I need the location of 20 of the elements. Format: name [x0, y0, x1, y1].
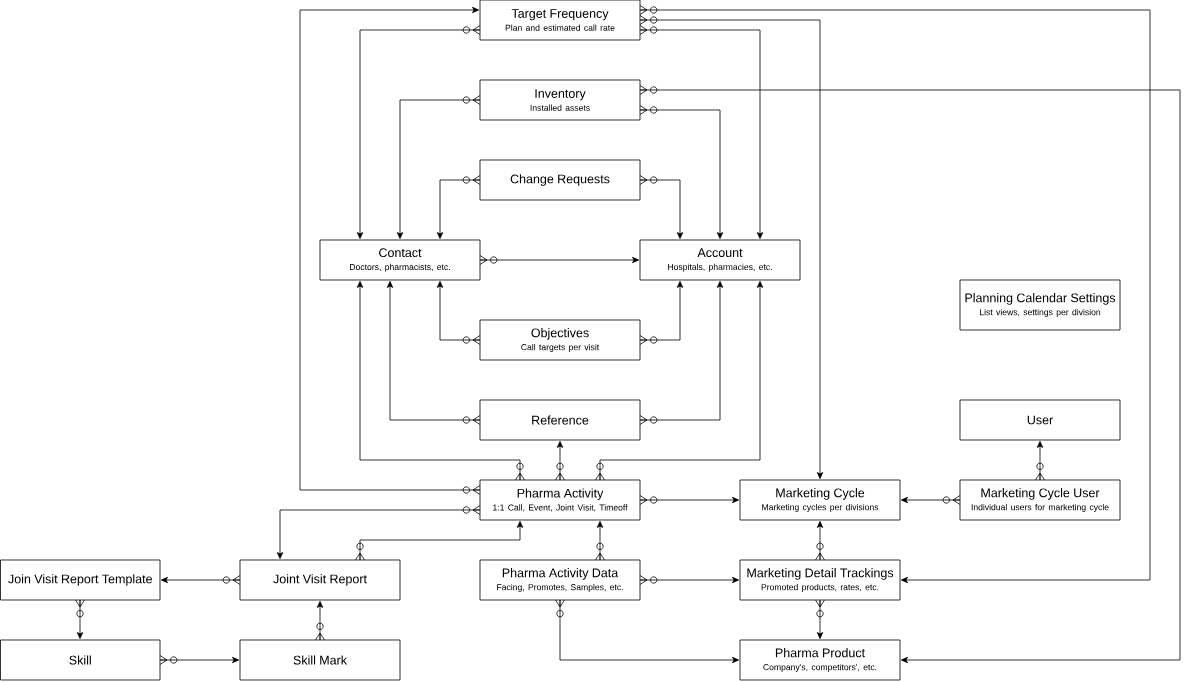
entity-box: Contact Doctors, pharmacists, etc. [319, 239, 481, 281]
entity-box: Skill Mark [239, 639, 401, 681]
entity-box: Reference [479, 399, 641, 441]
relationship-line [299, 6, 480, 491]
entity-box: Skill [0, 639, 161, 681]
entity-box: Join Visit Report Template [0, 559, 161, 601]
entity-box: Account Hospitals, pharmacies, etc. [639, 239, 801, 281]
entity-box: Planning Calendar Settings List views, settings per division [959, 279, 1121, 331]
entity-box: Pharma Product Company's, competitors', etc. [739, 639, 901, 681]
entity-box: Target Frequency Plan and estimated call rate [479, 0, 641, 41]
entity-box: Objectives Call targets per visit [479, 319, 641, 361]
entity-box: Inventory Installed assets [479, 79, 641, 121]
entity-box: Marketing Detail Trackings Promoted products, rates, etc. [739, 559, 901, 601]
entity-box: Pharma Activity Data Facing, Promotes, Samples, etc. [479, 559, 641, 601]
entity-box: Marketing Cycle Marketing cycles per divisions [739, 479, 901, 521]
entity-box: Pharma Activity 1:1 Call, Event, Joint Visit, Timeoff [479, 479, 641, 521]
entity-box: User [959, 399, 1121, 441]
entity-box: Marketing Cycle User Individual users for marketing cycle [959, 479, 1121, 521]
entity-box: Joint Visit Report [239, 559, 401, 601]
entity-box: Change Requests [479, 159, 641, 201]
